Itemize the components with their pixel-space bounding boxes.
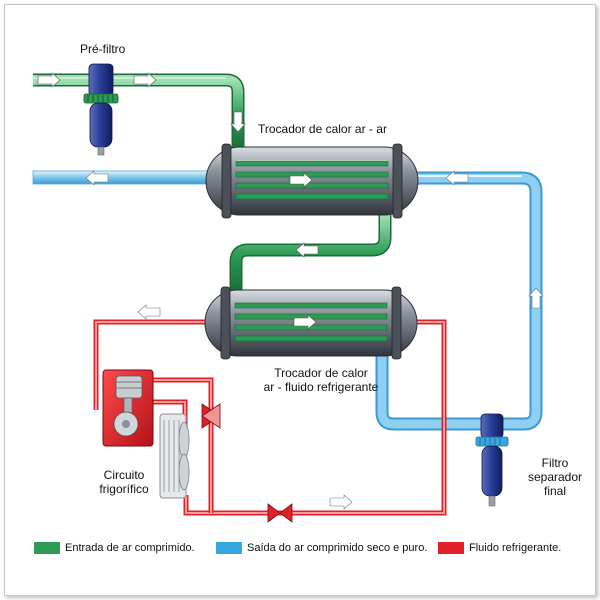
flow-arrow-exchanger-2 bbox=[293, 314, 317, 330]
flow-arrow-exchanger-1 bbox=[289, 172, 313, 188]
outlet-pipe bbox=[32, 170, 214, 185]
final-filter-label-line3: final bbox=[543, 484, 566, 498]
refrigerant-circuit bbox=[93, 319, 447, 516]
final-filter-label: Filtro separador final bbox=[520, 456, 590, 498]
flow-arrow-refrigerant-bottom bbox=[329, 494, 353, 510]
refrigeration-circuit-label: Circuito frigorífico bbox=[96, 468, 152, 496]
final-filter-label-line1: Filtro bbox=[541, 456, 569, 470]
final-separator-filter bbox=[475, 413, 509, 507]
inlet-pipe bbox=[33, 73, 245, 150]
flow-arrow-return-up bbox=[528, 287, 544, 309]
exchanger-refrigerant-label-line1: Trocador de calor bbox=[274, 366, 368, 380]
pre-filter bbox=[83, 63, 119, 156]
expansion-valve-upper bbox=[201, 403, 221, 429]
legend-label-refrigerant: Fluido refrigerante. bbox=[469, 542, 562, 554]
exchanger-refrigerant-label: Trocador de calor ar - fluido refrigeran… bbox=[256, 366, 386, 394]
exchanger-air-air-label: Trocador de calor ar - ar bbox=[258, 122, 387, 136]
condenser-fan bbox=[159, 413, 190, 499]
legend-swatch-red bbox=[438, 542, 464, 554]
exchanger-refrigerant-label-line2: ar - fluido refrigerante bbox=[263, 380, 379, 394]
legend-item-inlet: Entrada de ar comprimido. bbox=[34, 542, 195, 554]
legend-swatch-blue bbox=[216, 542, 242, 554]
flow-arrow-refrigerant-left bbox=[137, 304, 161, 320]
flow-arrow-inlet-down bbox=[230, 111, 246, 133]
legend-swatch-green bbox=[34, 542, 60, 554]
flow-arrow-return-left bbox=[445, 170, 469, 186]
flow-arrow-outlet bbox=[85, 170, 109, 186]
refrigeration-circuit-label-line2: frigorífico bbox=[99, 482, 149, 496]
heat-exchanger-air-air bbox=[205, 143, 419, 219]
flow-arrow-inlet-1 bbox=[37, 72, 61, 88]
compressor bbox=[102, 369, 154, 447]
final-filter-label-line2: separador bbox=[527, 470, 583, 484]
refrigeration-circuit-label-line1: Circuito bbox=[103, 468, 145, 482]
legend-item-outlet: Saída do ar comprimido seco e puro. bbox=[216, 542, 427, 554]
legend-label-outlet: Saída do ar comprimido seco e puro. bbox=[247, 542, 428, 554]
legend-label-inlet: Entrada de ar comprimido. bbox=[65, 542, 195, 554]
flow-arrow-inlet-2 bbox=[133, 72, 157, 88]
flow-arrow-connector bbox=[295, 242, 319, 258]
pre-filter-label: Pré-filtro bbox=[80, 42, 126, 56]
expansion-valve-lower bbox=[267, 503, 293, 523]
legend-item-refrigerant: Fluido refrigerante. bbox=[438, 542, 561, 554]
